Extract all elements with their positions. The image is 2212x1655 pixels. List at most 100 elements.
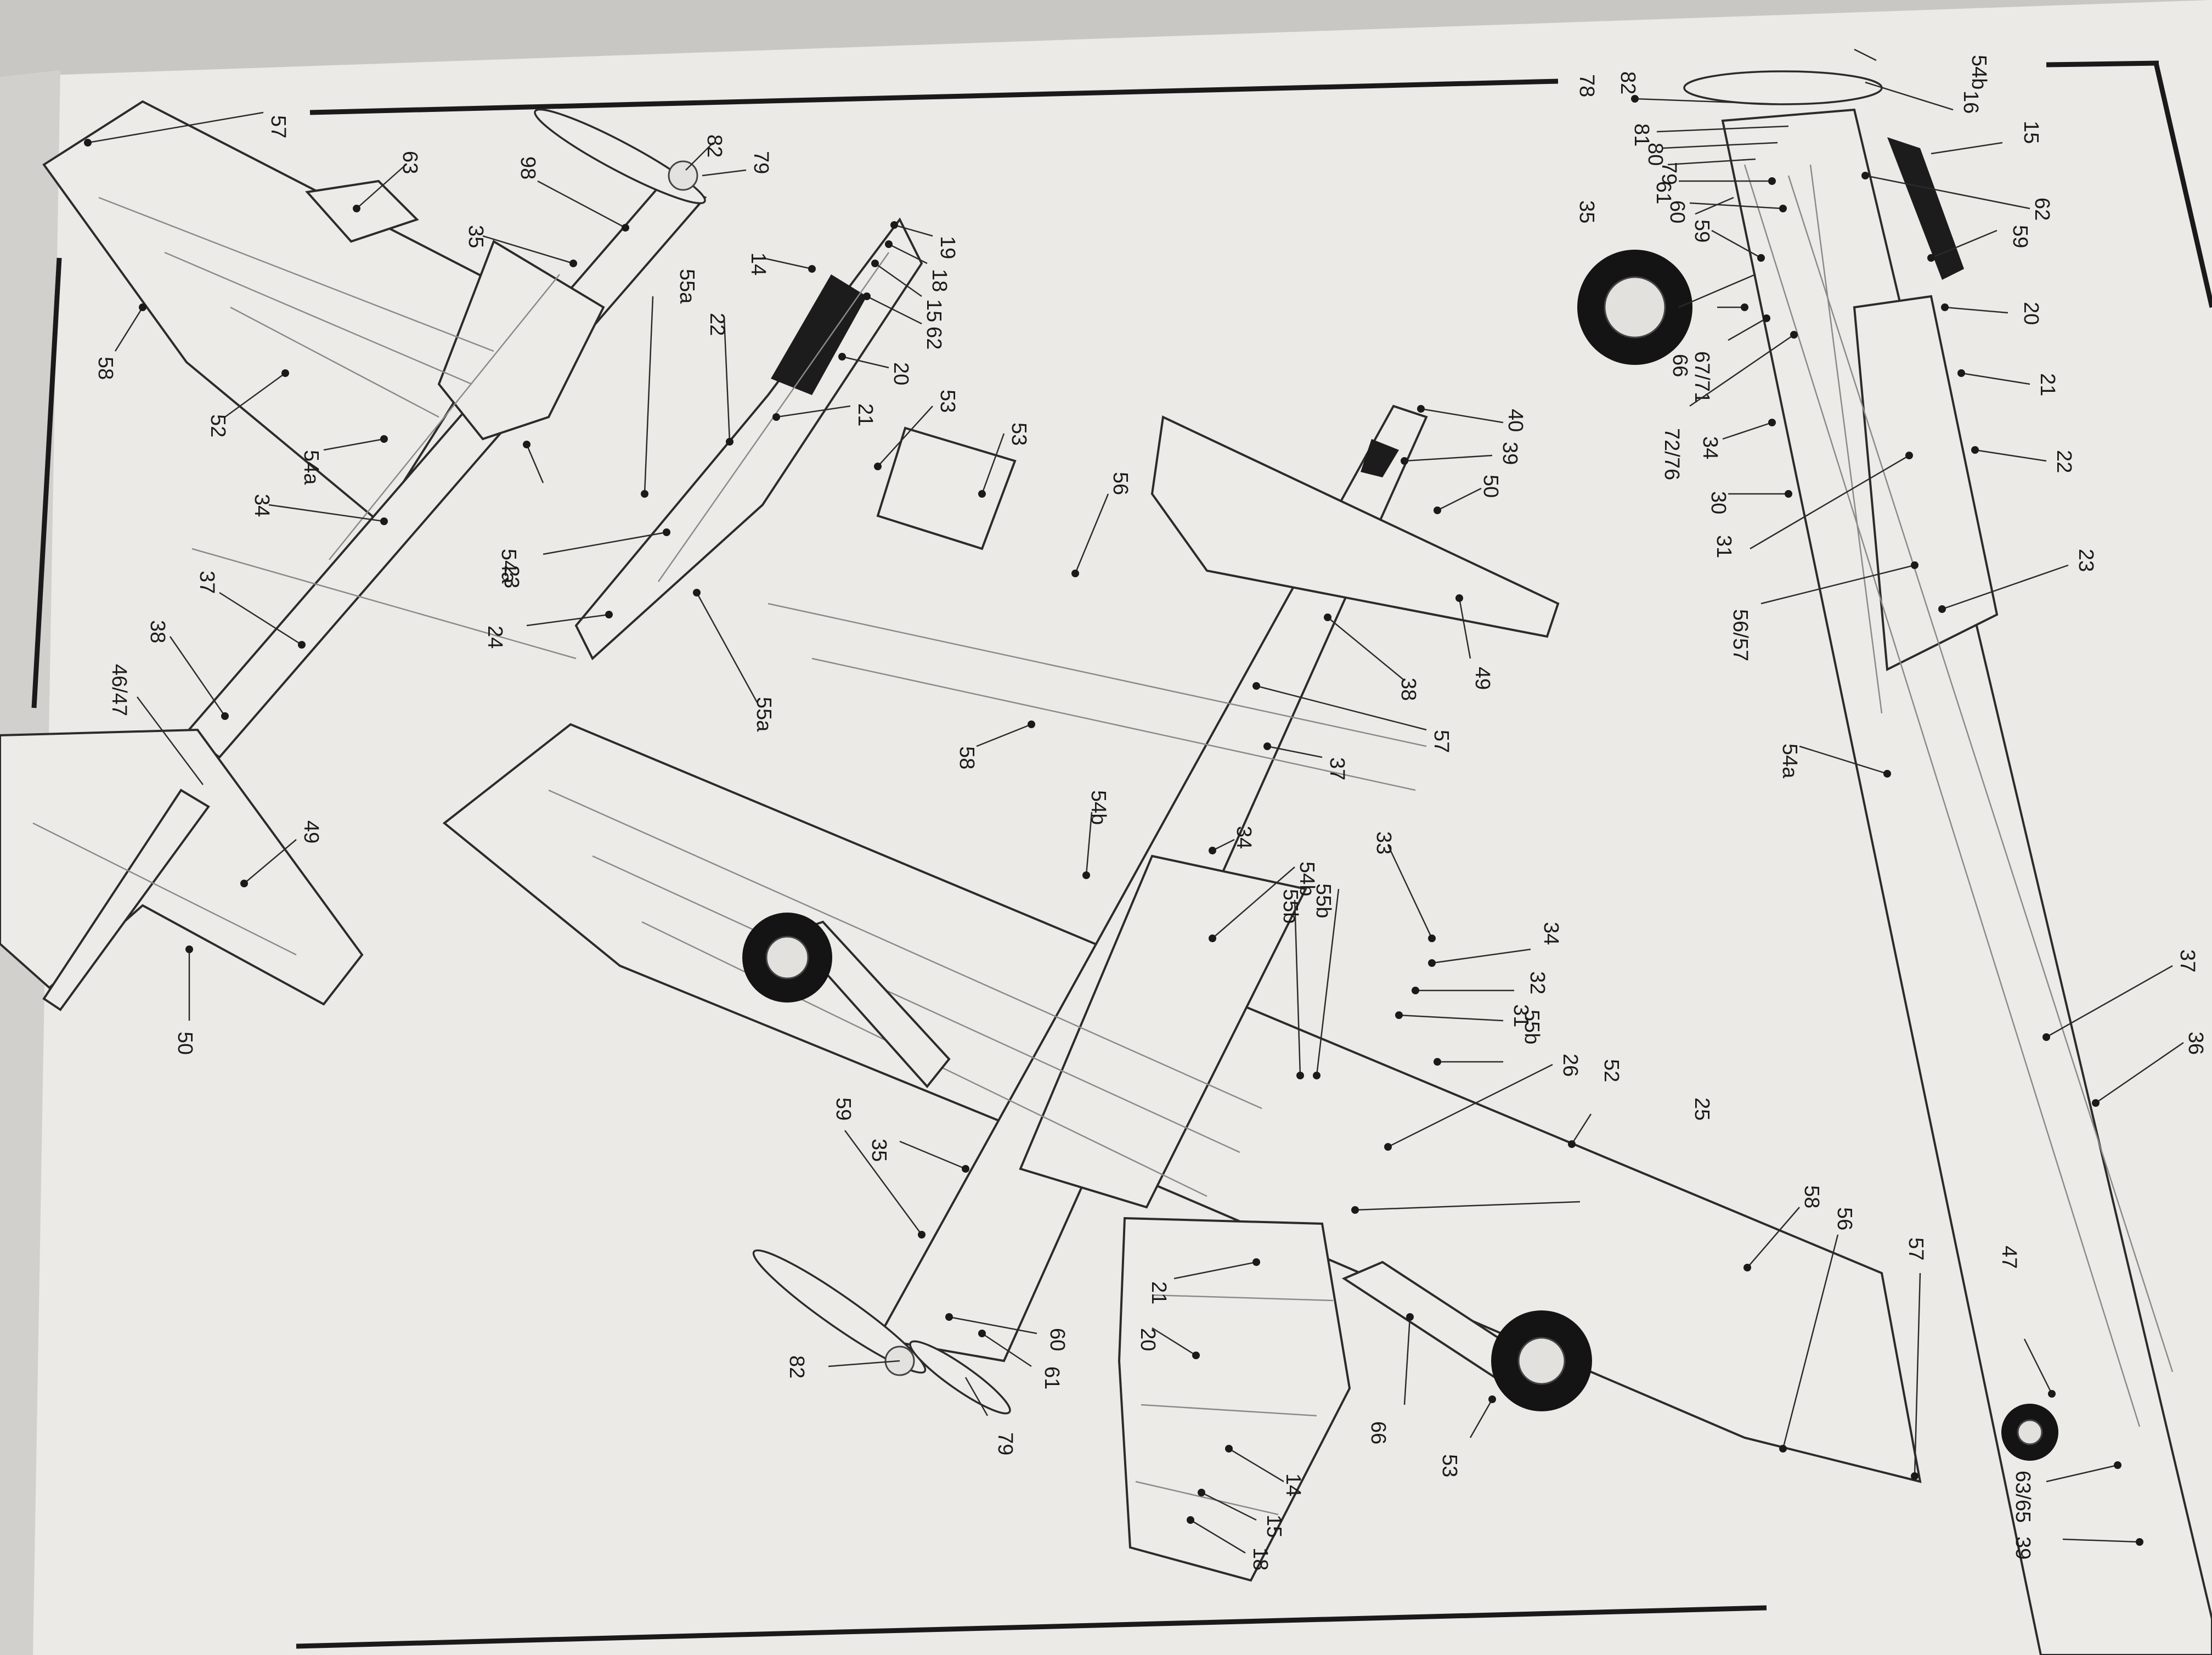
callout-number: 50 bbox=[1479, 475, 1502, 498]
callout: 60 bbox=[1666, 200, 1787, 223]
callout-number: 18 bbox=[1249, 1547, 1272, 1570]
callout: 57 bbox=[1252, 682, 1453, 753]
callout-number: 21 bbox=[854, 403, 877, 426]
callout-number: 31 bbox=[1509, 1004, 1532, 1027]
bottom-view-tail-window bbox=[1361, 439, 1399, 477]
callout-number: 66 bbox=[1367, 1421, 1390, 1444]
callout-number: 57 bbox=[1904, 1237, 1927, 1260]
side-view-panel-lines bbox=[1743, 164, 2174, 1427]
side-view-callouts: 78 82 81 80 79 61 60 59 35 67/71 66 72/7… bbox=[1575, 48, 2207, 1560]
callout: 59 bbox=[1690, 219, 1765, 262]
bottom-view-propeller-blade-1 bbox=[752, 1249, 927, 1374]
callout: 52 bbox=[206, 369, 289, 437]
bottom-view-callouts: 53 56 40 39 50 38 49 57 58 37 54b 34 33 … bbox=[785, 405, 1927, 1570]
callout-number: 22 bbox=[2052, 450, 2075, 473]
callout: 35 bbox=[464, 225, 577, 267]
callout-number: 19 bbox=[936, 236, 959, 259]
callout: 60 bbox=[945, 1313, 1069, 1351]
callout-number: 18 bbox=[928, 269, 951, 292]
callout-number: 55a bbox=[752, 697, 775, 732]
callout: 61 bbox=[978, 1330, 1063, 1389]
callout: 50 bbox=[1434, 475, 1502, 514]
callout-number: 49 bbox=[300, 820, 323, 843]
callout-number: 52 bbox=[1600, 1059, 1623, 1082]
callout: 22 bbox=[1971, 446, 2075, 473]
callout-number: 50 bbox=[173, 1032, 196, 1055]
callout: 39 bbox=[1401, 442, 1521, 465]
callout: 58 bbox=[1743, 1185, 1823, 1271]
callout-number: 79 bbox=[749, 151, 772, 174]
bottom-view-main-wheel-left bbox=[742, 913, 951, 1089]
callout-number: 37 bbox=[1325, 757, 1348, 780]
callout-number: 53 bbox=[1438, 1454, 1461, 1477]
callout: 16 bbox=[1865, 81, 1982, 114]
aircraft-bottom-view bbox=[442, 404, 1922, 1582]
callout-number: 59 bbox=[832, 1097, 855, 1121]
callout: 20 bbox=[1136, 1327, 1200, 1359]
callout: 39 bbox=[2011, 1536, 2143, 1560]
callout-number: 40 bbox=[1504, 409, 1527, 432]
callout: 26 bbox=[1384, 1054, 1582, 1151]
callout-number: 61 bbox=[1040, 1366, 1063, 1389]
callout-number: 35 bbox=[1575, 200, 1598, 223]
callout: 54a bbox=[300, 435, 388, 485]
callout: 56 bbox=[1779, 1207, 1856, 1453]
callout: 59 bbox=[1927, 225, 2032, 262]
callout-number: 37 bbox=[2176, 949, 2199, 972]
callout: 34 bbox=[1699, 419, 1776, 459]
side-view-nacelle bbox=[1853, 295, 1999, 672]
callout: 56/57 bbox=[1729, 561, 1918, 661]
callout-number: 20 bbox=[889, 362, 912, 385]
callout-number: 58 bbox=[1800, 1185, 1823, 1208]
callout-number: 14 bbox=[1282, 1473, 1305, 1496]
callout-number: 34 bbox=[1539, 922, 1562, 945]
callout: 54b bbox=[1082, 790, 1110, 879]
callout: 25 bbox=[1351, 1097, 1713, 1214]
callout-number: 55b bbox=[1312, 883, 1335, 918]
callout-number: 21 bbox=[1147, 1281, 1170, 1304]
callout-number: 34 bbox=[1232, 826, 1255, 849]
callout: 79 bbox=[964, 1377, 1017, 1455]
callout-number: 59 bbox=[2008, 225, 2032, 248]
callout: 82 bbox=[1616, 71, 1784, 105]
callout-number: 56 bbox=[1109, 472, 1132, 495]
callout: 14 bbox=[747, 252, 816, 275]
callout: 20 bbox=[838, 353, 912, 385]
callout: 54a bbox=[497, 441, 544, 584]
callout: 37 bbox=[2042, 949, 2199, 1041]
callout-number: 98 bbox=[516, 156, 539, 179]
callout: 34 bbox=[1209, 826, 1255, 854]
callout: 38 bbox=[1324, 613, 1420, 701]
callout: 20 bbox=[1941, 302, 2042, 325]
canopy-glazing bbox=[771, 274, 867, 395]
callout: 40 bbox=[1417, 405, 1527, 432]
callout-number: 81 bbox=[1630, 123, 1653, 147]
bottom-view-inner-panel bbox=[1019, 854, 1307, 1209]
callout-number: 15 bbox=[2019, 121, 2042, 144]
callout: 37 bbox=[1263, 742, 1348, 780]
bottom-view-propeller-blade-2 bbox=[909, 1340, 1011, 1415]
callout-number: 22 bbox=[706, 313, 729, 336]
callout-number: 31 bbox=[1712, 535, 1735, 558]
callout: 19 bbox=[890, 221, 959, 259]
callout-number: 79 bbox=[1657, 162, 1680, 185]
callout-number: 82 bbox=[1616, 71, 1639, 94]
callout-number: 32 bbox=[1526, 971, 1549, 994]
top-view-engine-nacelle-1 bbox=[305, 179, 419, 243]
callout: 18 bbox=[1187, 1516, 1272, 1570]
callout-number: 59 bbox=[1690, 219, 1713, 243]
callout: 53 bbox=[874, 390, 959, 470]
callout-number: 34 bbox=[1699, 436, 1722, 459]
callout-number: 15 bbox=[922, 299, 945, 322]
callout: 34 bbox=[1428, 922, 1562, 967]
callout-number: 24 bbox=[483, 626, 506, 649]
callout-number: 62 bbox=[922, 327, 945, 350]
callout: 23 bbox=[1938, 549, 2097, 613]
callout-number: 56 bbox=[1833, 1207, 1856, 1230]
callout: 56 bbox=[1071, 472, 1132, 577]
callout: 32 bbox=[1412, 971, 1549, 994]
callout-number: 38 bbox=[1397, 678, 1420, 701]
callout-number: 82 bbox=[785, 1355, 808, 1378]
callout: 49 bbox=[1455, 594, 1494, 690]
bottom-view-nose bbox=[1118, 1217, 1351, 1582]
